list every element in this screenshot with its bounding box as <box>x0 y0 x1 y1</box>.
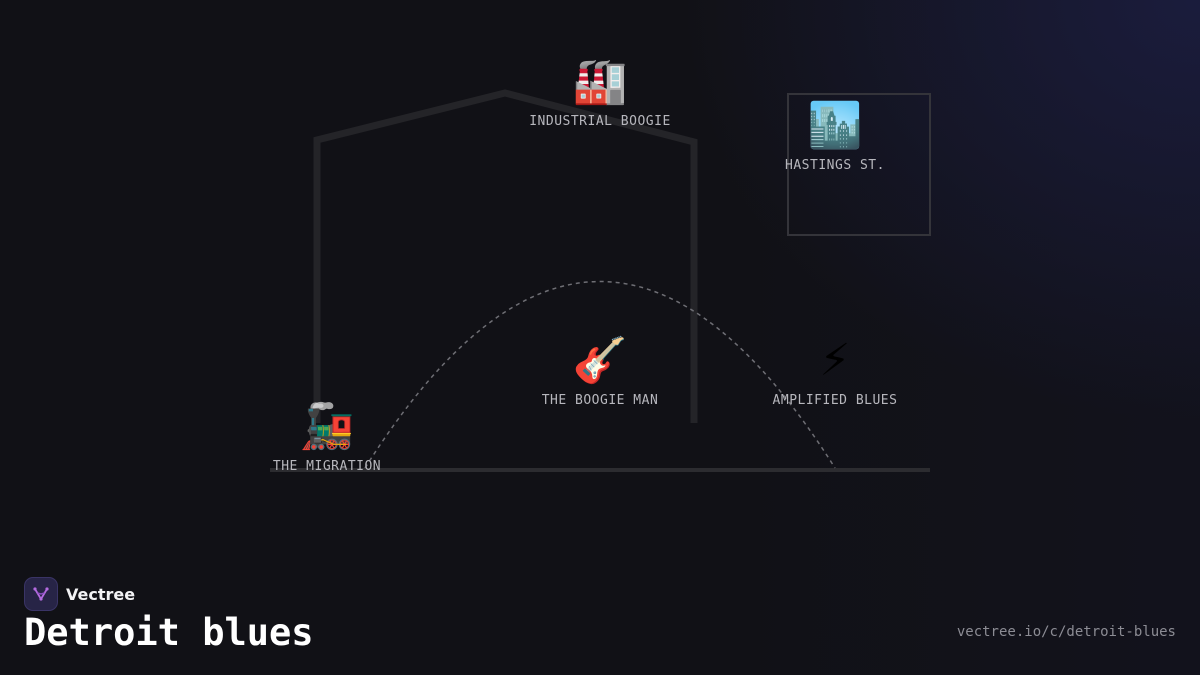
node-industrial-boogie[interactable]: 🏭 INDUSTRIAL BOOGIE <box>500 56 700 129</box>
node-label: THE BOOGIE MAN <box>541 393 659 408</box>
vectree-logo-icon <box>24 577 58 611</box>
house-outline <box>313 89 698 423</box>
node-label: HASTINGS ST. <box>785 158 885 173</box>
guitar-icon: 🎸 <box>572 335 628 386</box>
node-label: INDUSTRIAL BOOGIE <box>529 114 671 129</box>
node-the-migration[interactable]: 🚂 THE MIGRATION <box>227 401 427 474</box>
dashed-arc <box>364 280 836 469</box>
page-url[interactable]: vectree.io/c/detroit-blues <box>956 624 1176 640</box>
cityscape-icon: 🏙️ <box>807 100 863 151</box>
node-label: AMPLIFIED BLUES <box>772 393 898 408</box>
page-title: Detroit blues <box>24 611 314 654</box>
hastings-frame <box>787 93 931 236</box>
node-amplified-blues[interactable]: ⚡ AMPLIFIED BLUES <box>735 335 935 408</box>
node-label: THE MIGRATION <box>272 459 382 474</box>
locomotive-icon: 🚂 <box>299 401 355 452</box>
node-hastings-st[interactable]: 🏙️ HASTINGS ST. <box>735 100 935 173</box>
node-the-boogie-man[interactable]: 🎸 THE BOOGIE MAN <box>500 335 700 408</box>
brand[interactable]: Vectree <box>24 577 135 611</box>
factory-icon: 🏭 <box>572 56 628 107</box>
lightning-icon: ⚡ <box>819 335 851 386</box>
brand-name: Vectree <box>66 584 136 604</box>
